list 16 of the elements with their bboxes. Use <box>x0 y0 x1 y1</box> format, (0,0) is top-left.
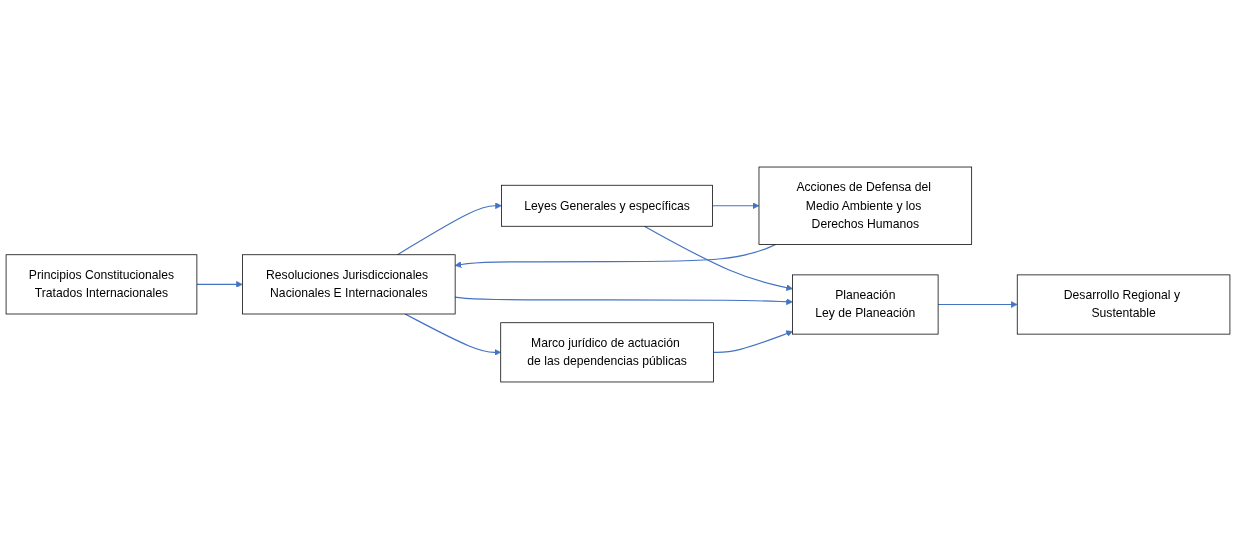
node-box: Marco jurídico de actuación de las dependencias públicas <box>500 322 714 383</box>
arrow <box>712 330 793 353</box>
node-box: Leyes Generales y específicas <box>501 184 713 227</box>
arrow <box>404 313 501 356</box>
node-box: Resoluciones Jurisdiccionales Nacionales E Internacionales <box>242 254 456 315</box>
node-box: Acciones de Defensa del Medio Ambiente y los Derechos Humanos <box>758 166 973 245</box>
arrow <box>454 243 777 268</box>
node-box: Planeación Ley de Planeación <box>792 274 939 335</box>
arrow <box>396 202 502 256</box>
arrow <box>196 281 243 288</box>
arrow <box>712 202 760 210</box>
arrow <box>937 301 1018 308</box>
arrow <box>643 225 793 291</box>
node-box: Principios Constitucionales Tratados Internacionales <box>5 254 198 315</box>
node-box: Desarrollo Regional y Sustentable <box>1016 274 1231 335</box>
arrow <box>454 296 793 306</box>
